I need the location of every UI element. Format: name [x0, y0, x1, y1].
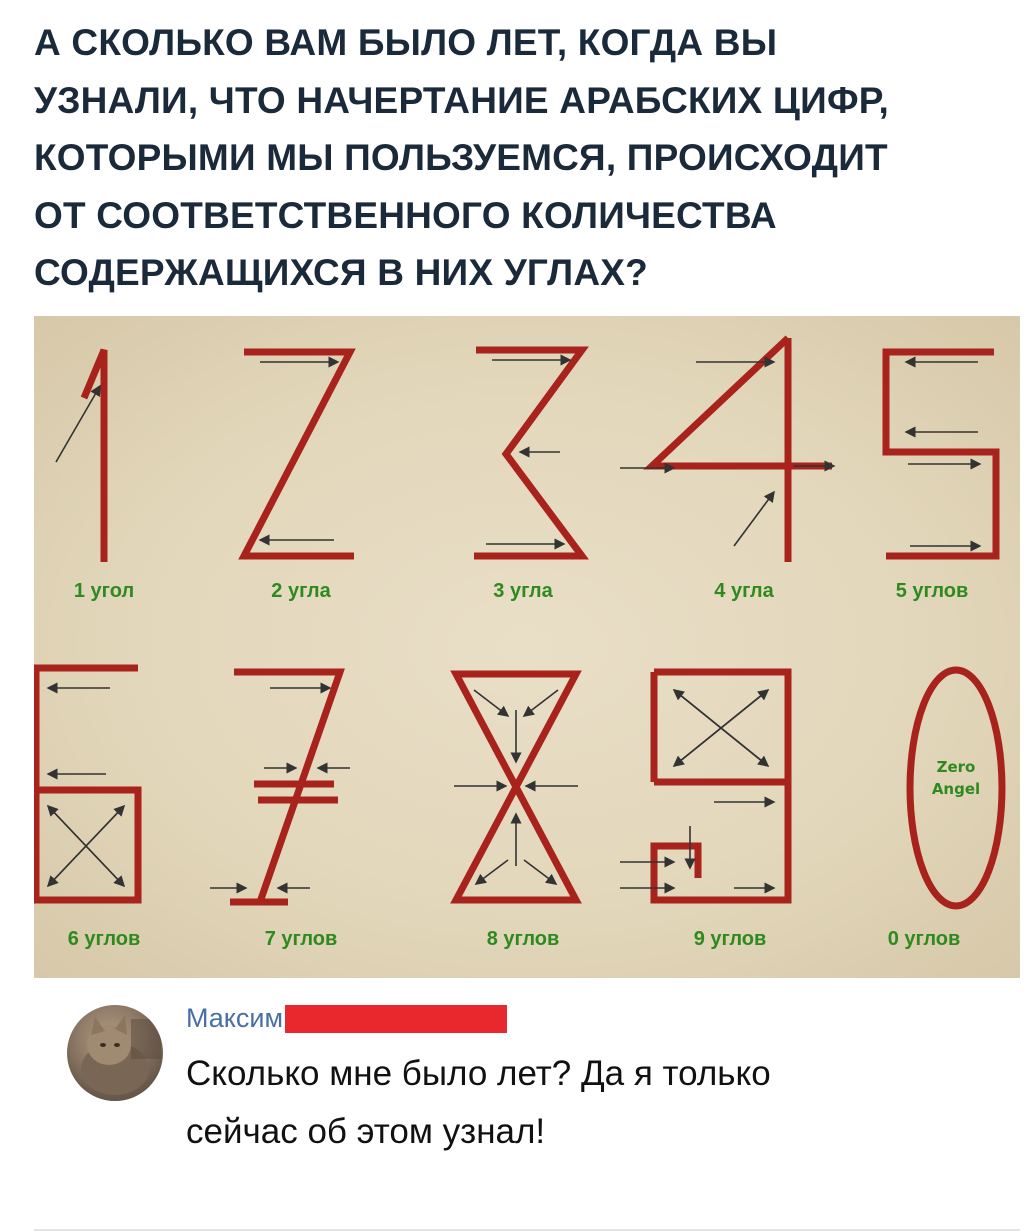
- angle-arrow: [473, 689, 510, 717]
- digit-1-shape: [80, 348, 108, 562]
- zero-label-line: Zero: [936, 758, 976, 776]
- caption-digit-8: 8 углов: [486, 928, 560, 950]
- author-name-link[interactable]: Максим: [186, 1002, 284, 1033]
- digit-9-shape: [650, 668, 792, 904]
- comment-text: Сколько мне было лет? Да я только сейчас…: [186, 1045, 966, 1161]
- caption-digit-2: 2 угла: [271, 580, 331, 602]
- headline-line: УЗНАЛИ, ЧТО НАЧЕРТАНИЕ АРАБСКИХ ЦИФР,: [34, 79, 889, 121]
- comment-text-line: Сколько мне было лет? Да я только: [186, 1054, 771, 1093]
- divider: [34, 1229, 1020, 1231]
- caption-digit-0: 0 углов: [887, 928, 961, 950]
- headline-line: А СКОЛЬКО ВАМ БЫЛО ЛЕТ, КОГДА ВЫ: [34, 22, 778, 63]
- digit-7-shape: [230, 668, 345, 906]
- caption-digit-4: 4 угла: [714, 580, 774, 602]
- zero-label-line: Angel: [931, 780, 981, 798]
- angle-arrow: [733, 490, 775, 547]
- angle-arrow: [523, 859, 558, 885]
- angle-arrow: [55, 384, 101, 463]
- headline-line: ОТ СООТВЕТСТВЕННОГО КОЛИЧЕСТВА: [34, 194, 777, 236]
- digit-8-shape: [450, 670, 582, 904]
- angle-arrow: [46, 804, 125, 887]
- headline-line: СОДЕРЖАЩИХСЯ В НИХ УГЛАХ?: [34, 252, 648, 293]
- digit-0-shape: [906, 666, 1006, 910]
- digit-4-shape: [643, 335, 832, 562]
- digit-5-shape: [882, 348, 1000, 560]
- avatar-cat-icon: [81, 1015, 161, 1095]
- headline-line: КОТОРЫМИ МЫ ПОЛЬЗУЕМСЯ, ПРОИСХОДИТ: [34, 137, 888, 178]
- comment: Максим Сколько мне было лет? Да я только…: [0, 985, 1032, 1232]
- digit-angles-infographic: 1 угол 2 угла 3 угла 4 угла 5 углов 6 уг…: [34, 316, 1020, 978]
- caption-digit-7: 7 углов: [264, 928, 338, 950]
- caption-digit-6: 6 углов: [67, 928, 141, 950]
- angle-arrow: [474, 859, 509, 885]
- digit-2-shape: [238, 348, 356, 560]
- avatar[interactable]: [67, 1005, 163, 1101]
- caption-digit-9: 9 углов: [693, 928, 767, 950]
- angle-arrow: [522, 689, 559, 717]
- digit-6-shape: [34, 664, 142, 904]
- caption-digit-1: 1 угол: [73, 580, 135, 602]
- digit-drawings: [34, 335, 1006, 910]
- angle-arrow: [672, 688, 769, 767]
- author-row: Максим: [186, 1002, 508, 1033]
- caption-digit-5: 5 углов: [895, 580, 969, 602]
- headline: А СКОЛЬКО ВАМ БЫЛО ЛЕТ, КОГДА ВЫ УЗНАЛИ,…: [34, 14, 1014, 302]
- redaction-bar: [285, 1005, 508, 1033]
- caption-digit-3: 3 угла: [493, 580, 553, 602]
- zero-angel-label: Zero Angel: [916, 756, 996, 800]
- comment-text-line: сейчас об этом узнал!: [186, 1112, 546, 1151]
- digit-3-shape: [474, 346, 589, 560]
